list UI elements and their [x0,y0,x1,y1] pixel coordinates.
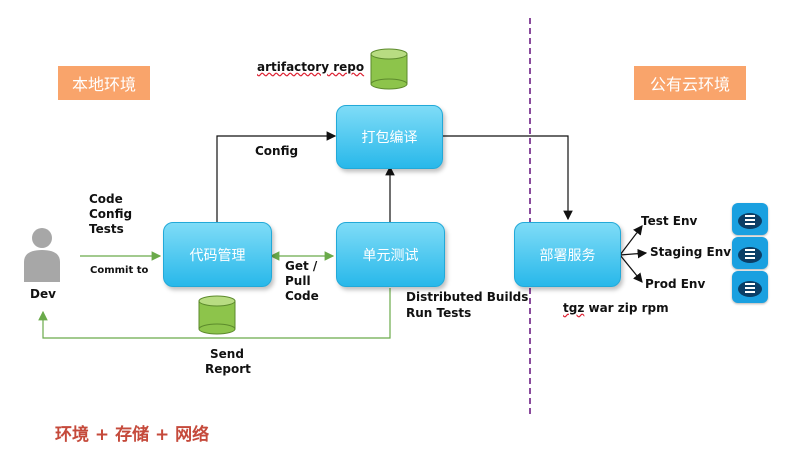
formats-label: war zip rpm [584,301,669,315]
deploy-service-box[interactable]: 部署服务 [514,222,621,287]
deploy-to-prod-arrow [619,254,643,283]
report-label: Report [205,362,251,376]
run-tests-label: Run Tests [406,306,472,320]
dev-label: Dev [30,287,56,301]
cloud-env-label: 公有云环境 [634,66,746,100]
prod-cloud-server-icon [732,271,768,303]
package-compile-box[interactable]: 打包编译 [336,105,443,169]
code-pull-label: Code [285,289,319,303]
code-management-box[interactable]: 代码管理 [163,222,272,287]
code-db-icon [198,295,236,335]
deploy-to-staging-arrow [619,248,648,259]
tests-label: Tests [89,222,124,236]
staging-env-label: Staging Env [650,245,732,259]
artifactory-label: artifactory repo [257,60,365,74]
send-label: Send [210,347,244,361]
distributed-builds-label: Distributed Builds [406,290,529,304]
package-to-deploy-arrow [442,135,573,221]
report-arrow [38,288,391,339]
pull-label: Pull [285,274,311,288]
code-label: Code [89,192,123,206]
developer-person-icon [24,228,60,282]
config-label: Config [255,144,299,158]
unit-test-box[interactable]: 单元测试 [336,222,445,287]
tgz-label: tgz [563,301,585,315]
config-input-label: Config [89,207,133,221]
package-formats-label: tgz war zip rpm [563,301,669,316]
artifactory-db-icon [370,48,408,90]
commit-to-label: Commit to [90,265,149,276]
get-label: Get / [285,259,318,273]
footer-summary: 环境 + 存储 + 网络 [55,425,210,445]
staging-cloud-server-icon [732,237,768,269]
config-arrow [216,131,337,222]
deploy-to-test-arrow [619,225,643,256]
local-env-label: 本地环境 [58,66,150,100]
test-cloud-server-icon [732,203,768,235]
prod-env-label: Prod Env [645,277,706,291]
test-env-label: Test Env [641,214,698,228]
